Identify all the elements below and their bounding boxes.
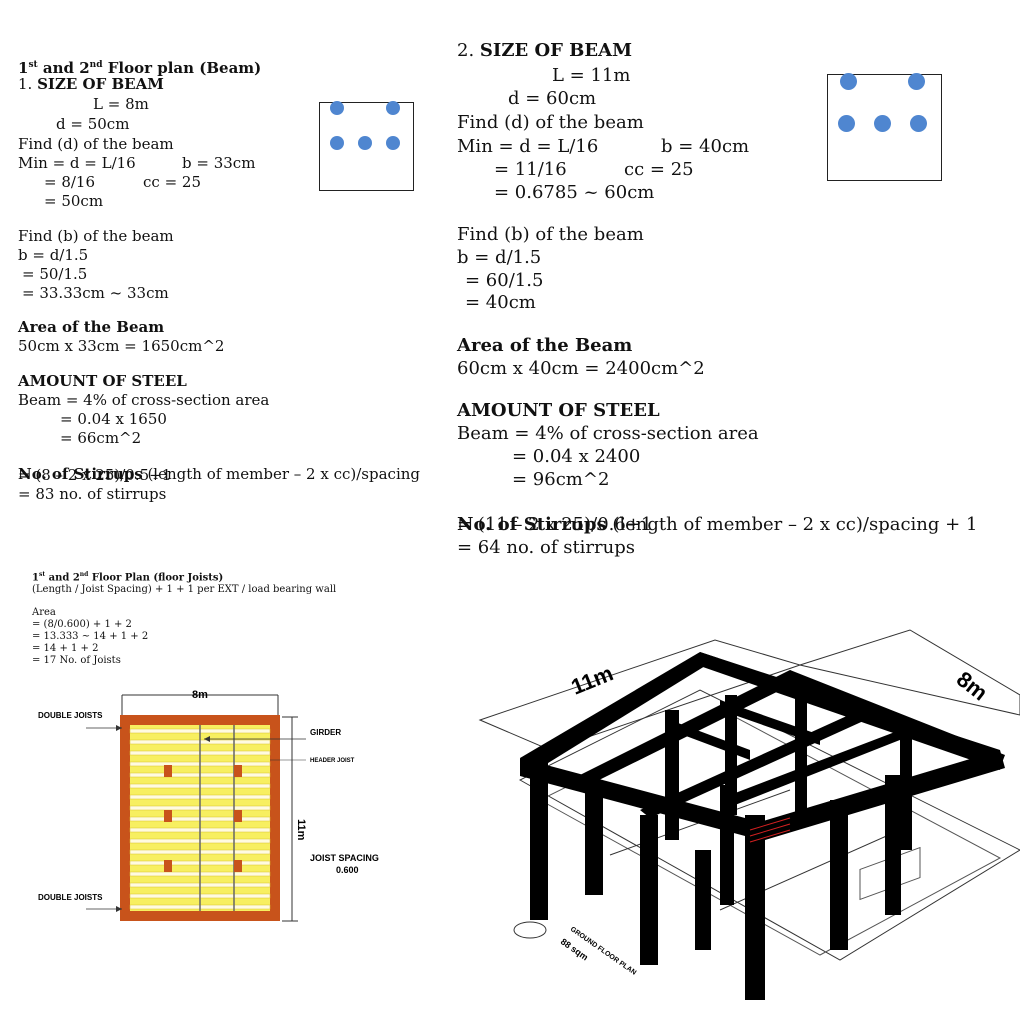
post: [164, 860, 172, 872]
frame-beams: [520, 652, 1005, 840]
left-div: = 8/16: [44, 173, 96, 191]
left-stirrups: No. of Stirrups (length of member – 2 x …: [18, 465, 421, 483]
joist-floor-plan: 8m 11m DOUBLE JOISTS DOUBLE JOISTS GIRDE…: [38, 689, 379, 922]
rebar-dot: [838, 115, 855, 132]
right-find-b: Find (b) of the beam: [457, 224, 644, 245]
left-section-title: 1. SIZE OF BEAM: [18, 75, 164, 93]
rebar-dot: [386, 136, 400, 150]
rebar-dot: [330, 136, 344, 150]
rebar-dot: [910, 115, 927, 132]
right-section-title: 2. SIZE OF BEAM: [457, 39, 633, 61]
right-steel-1: Beam = 4% of cross-section area: [457, 423, 759, 444]
dim-side-label: 11m: [295, 819, 307, 841]
joists-calc-4: = 17 No. of Joists: [32, 655, 121, 666]
joists-calc-3: = 14 + 1 + 2: [32, 643, 99, 654]
dim-short-label: 8m: [952, 666, 992, 705]
right-stirrups-calc: = (11 – 2 x 25)/0.6+1: [457, 514, 653, 535]
left-area-value: 50cm x 33cm = 1650cm^2: [18, 337, 225, 355]
dim-top-label: 8m: [192, 689, 208, 701]
right-find-d: Find (d) of the beam: [457, 112, 644, 133]
label-girder: GIRDER: [310, 728, 341, 737]
left-cc: cc = 25: [143, 173, 201, 191]
post: [234, 810, 242, 822]
right-stirrups: No. of Stirrups (length of member – 2 x …: [457, 513, 978, 535]
left-d-result: = 50cm: [44, 192, 104, 210]
left-beam-section: [319, 101, 414, 191]
post: [164, 810, 172, 822]
left-heading: 1st and 2nd Floor plan (Beam): [18, 59, 262, 77]
rebar-dot: [908, 73, 925, 90]
label-joist-spacing-value: 0.600: [336, 865, 359, 875]
label-double-joists-top: DOUBLE JOISTS: [38, 711, 103, 720]
right-beam-section: [827, 73, 942, 181]
right-length: L = 11m: [552, 65, 631, 86]
label-double-joists-bottom: DOUBLE JOISTS: [38, 893, 103, 902]
right-depth: d = 60cm: [508, 88, 597, 109]
post: [234, 860, 242, 872]
rebar-dot: [840, 73, 857, 90]
right-d-result: = 0.6785 ~ 60cm: [494, 182, 655, 203]
right-steel-title: AMOUNT OF STEEL: [457, 400, 660, 421]
right-cc: cc = 25: [624, 159, 694, 180]
rebar-highlight: [749, 817, 791, 843]
right-steel-3: = 96cm^2: [512, 469, 610, 490]
left-find-b: Find (b) of the beam: [18, 227, 174, 245]
rebar-dot: [386, 101, 400, 115]
post: [234, 765, 242, 777]
right-b-div: = 60/1.5: [465, 270, 544, 291]
left-area-title: Area of the Beam: [18, 318, 165, 336]
right-steel-2: = 0.04 x 2400: [512, 446, 641, 467]
joists-calc-2: = 13.333 ~ 14 + 1 + 2: [32, 631, 149, 642]
rebar-dot: [874, 115, 891, 132]
left-find-d: Find (d) of the beam: [18, 135, 174, 153]
label-joist-spacing: JOIST SPACING: [310, 853, 379, 863]
left-b-div: = 50/1.5: [22, 265, 88, 283]
structural-frame-3d: GROUND FLOOR PLAN 88 sqm 11m 8m: [478, 629, 1020, 1000]
left-depth: d = 50cm: [56, 115, 130, 133]
right-b-value: b = 40cm: [661, 136, 750, 157]
left-stirrups-calc: = (8 – 2 x 25)/0.5+1: [18, 466, 172, 484]
right-div: = 11/16: [494, 159, 567, 180]
right-min: Min = d = L/16: [457, 136, 599, 157]
rebar-dot: [330, 101, 344, 115]
left-b-value: b = 33cm: [182, 154, 256, 172]
left-length: L = 8m: [93, 95, 149, 113]
right-b-eq: b = d/1.5: [457, 247, 542, 268]
right-area-value: 60cm x 40cm = 2400cm^2: [457, 358, 705, 379]
plan-label-ellipse: [513, 921, 547, 939]
joists-heading: 1st and 2nd Floor Plan (floor Joists): [32, 571, 224, 584]
label-header-joist: HEADER JOIST: [310, 758, 355, 764]
left-steel-2: = 0.04 x 1650: [60, 410, 167, 428]
right-b-result: = 40cm: [465, 292, 536, 313]
left-b-eq: b = d/1.5: [18, 246, 89, 264]
joists-formula: (Length / Joist Spacing) + 1 + 1 per EXT…: [32, 584, 337, 595]
dim-long-label: 11m: [568, 660, 617, 699]
right-area-title: Area of the Beam: [457, 335, 633, 356]
post: [164, 765, 172, 777]
right-stirrups-result: = 64 no. of stirrups: [457, 537, 635, 558]
left-b-result: = 33.33cm ~ 33cm: [22, 284, 169, 302]
left-stirrups-result: = 83 no. of stirrups: [18, 485, 167, 503]
left-steel-3: = 66cm^2: [60, 429, 142, 447]
left-min: Min = d = L/16: [18, 154, 136, 172]
left-steel-1: Beam = 4% of cross-section area: [18, 391, 270, 409]
rebar-dot: [358, 136, 372, 150]
joists-calc-1: = (8/0.600) + 1 + 2: [32, 619, 132, 630]
joists-area-label: Area: [32, 607, 56, 618]
left-steel-title: AMOUNT OF STEEL: [18, 372, 187, 390]
